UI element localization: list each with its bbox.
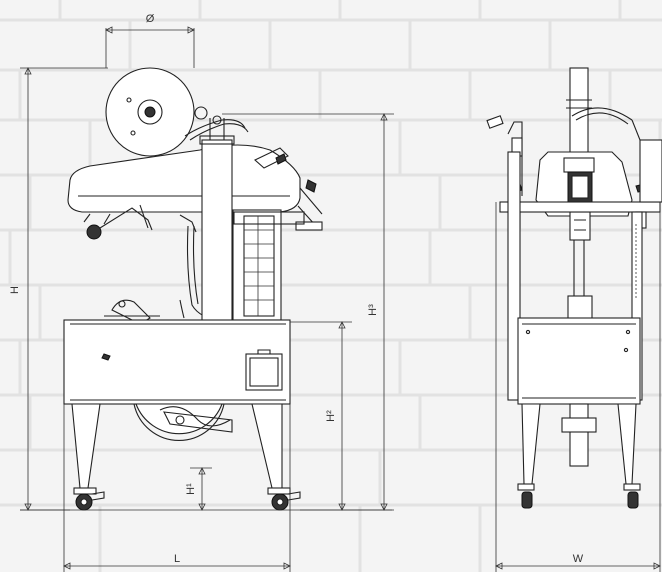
frame-left bbox=[507, 151, 521, 401]
tape-roll-hub bbox=[137, 99, 163, 125]
label-width: W bbox=[573, 553, 584, 565]
front-base bbox=[517, 317, 641, 405]
label-height-1: H¹ bbox=[185, 483, 197, 495]
dimension-lines bbox=[20, 26, 661, 572]
caster-right bbox=[267, 487, 301, 511]
caster-front-left bbox=[517, 483, 535, 509]
front-view bbox=[486, 67, 662, 509]
label-length: L bbox=[174, 553, 180, 565]
caster-front-right bbox=[623, 483, 641, 509]
label-height-3: H³ bbox=[367, 304, 379, 316]
label-diameter: Ø bbox=[146, 13, 155, 25]
label-height-total: H bbox=[9, 286, 21, 294]
side-view bbox=[63, 67, 323, 511]
control-box bbox=[245, 353, 283, 391]
front-crossbar bbox=[499, 201, 661, 213]
label-height-2: H² bbox=[325, 410, 337, 422]
caster-left bbox=[73, 487, 105, 511]
top-head-housing bbox=[67, 144, 301, 213]
